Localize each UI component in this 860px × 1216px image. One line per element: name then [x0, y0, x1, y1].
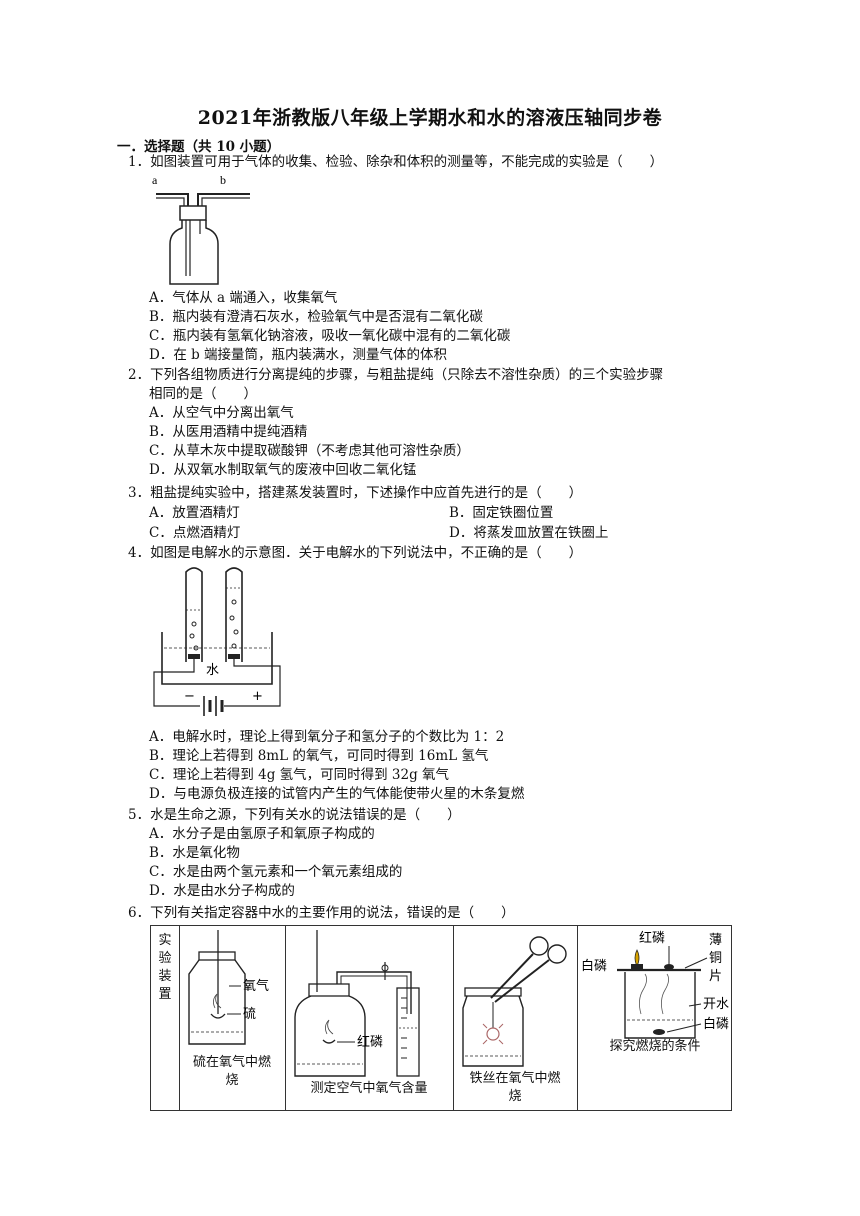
oxygen-label: 氧气 [243, 978, 269, 994]
boiling-water-label: 开水 [703, 997, 729, 1012]
question-1-stem: 1．如图装置可用于气体的收集、检验、除杂和体积的测量等，不能完成的实验是（ ） [128, 154, 664, 170]
sulfur-label: 硫 [243, 1007, 256, 1022]
caption-combustion: 探究燃烧的条件 [609, 1039, 701, 1054]
question-3-stem: 3．粗盐提纯实验中，搭建蒸发装置时，下述操作中应首先进行的是（ ） [128, 485, 583, 501]
question-6-stem: 6．下列有关指定容器中水的主要作用的说法，错误的是（ ） [128, 905, 515, 921]
white-phosphorus-label-2: 白磷 [703, 1016, 729, 1032]
question-2-stem: 2．下列各组物质进行分离提纯的步骤，与粗盐提纯（只除去不溶性杂质）的三个实验步骤 [128, 367, 664, 383]
copper-label: 铜 [709, 951, 722, 966]
q5-option-d[interactable]: D．水是由水分子构成的 [149, 883, 295, 899]
q4-option-d[interactable]: D．与电源负极连接的试管内产生的气体能使带火星的木条复燃 [149, 786, 525, 802]
page-title: 2021年浙教版八年级上学期水和水的溶液压轴同步卷 [197, 107, 663, 129]
q1-option-d[interactable]: D．在 b 端接量筒，瓶内装满水，测量气体的体积 [149, 347, 448, 363]
label-a: a [152, 173, 158, 187]
red-phosphorus-label-2: 红磷 [639, 930, 665, 946]
oxygen-content-figure: 红磷 [294, 930, 420, 1077]
combustion-conditions-figure: 红磷 白磷 薄 铜 片 开水 白磷 [581, 930, 729, 1039]
q2-option-d[interactable]: D．从双氧水制取氧气的废液中回收二氧化锰 [149, 462, 417, 478]
label-b: b [220, 173, 226, 187]
question-4-stem: 4．如图是电解水的示意图．关于电解水的下列说法中，不正确的是（ ） [128, 545, 583, 561]
q3-option-a[interactable]: A．放置酒精灯 [149, 505, 240, 521]
q1-option-b[interactable]: B．瓶内装有澄清石灰水，检验氧气中是否混有二氧化碳 [149, 309, 483, 325]
water-label: 水 [206, 663, 219, 678]
caption-sulfur: 硫在氧气中燃烧 [192, 1055, 271, 1088]
q3-option-c[interactable]: C．点燃酒精灯 [149, 525, 241, 541]
q2-option-c[interactable]: C．从草木灰中提取碳酸钾（不考虑其他可溶性杂质） [149, 443, 470, 459]
sulfur-burning-figure: 氧气 硫 [188, 930, 269, 1045]
sheet-label: 片 [709, 969, 722, 984]
q1-option-a[interactable]: A．气体从 a 端通入，收集氧气 [149, 290, 338, 306]
caption-oxygen-content: 测定空气中氧气含量 [310, 1081, 428, 1096]
q5-option-b[interactable]: B．水是氧化物 [149, 845, 240, 861]
minus-label: − [184, 689, 195, 704]
q5-option-c[interactable]: C．水是由两个氢元素和一个氧元素组成的 [149, 864, 403, 880]
q5-option-a[interactable]: A．水分子是由氢原子和氧原子构成的 [149, 826, 375, 842]
section-heading: 一．选择题（共 10 小题） [117, 139, 281, 155]
q1-option-c[interactable]: C．瓶内装有氢氧化钠溶液，吸收一氧化碳中混有的二氧化碳 [149, 328, 511, 344]
electrolysis-figure: 水 − + [153, 567, 281, 716]
table-header: 实验 装置 [158, 933, 172, 1002]
question-5-stem: 5．水是生命之源，下列有关水的说法错误的是（ ） [128, 807, 461, 823]
q4-option-b[interactable]: B．理论上若得到 8mL 的氧气，可同时得到 16mL 氢气 [149, 748, 489, 764]
thin-label: 薄 [709, 933, 722, 948]
caption-iron-wire: 铁丝在氧气中燃烧 [469, 1071, 561, 1104]
red-phosphorus-label: 红磷 [357, 1034, 383, 1050]
q4-option-a[interactable]: A．电解水时，理论上得到氧分子和氢分子的个数比为 1：2 [149, 729, 505, 745]
iron-wire-burning-figure [462, 936, 567, 1067]
experiment-table: 实验 装置 氧气 硫 硫在氧气中燃烧 红磷 测定 [150, 925, 732, 1111]
q2-option-a[interactable]: A．从空气中分离出氧气 [149, 405, 294, 421]
q3-option-b[interactable]: B．固定铁圈位置 [449, 505, 554, 521]
gas-washing-bottle-figure: a b [152, 173, 250, 285]
question-2-stem-cont: 相同的是（ ） [149, 386, 257, 402]
q2-option-b[interactable]: B．从医用酒精中提纯酒精 [149, 424, 308, 440]
plus-label: + [252, 689, 263, 704]
white-phosphorus-label: 白磷 [581, 958, 607, 974]
q4-option-c[interactable]: C．理论上若得到 4g 氢气，可同时得到 32g 氧气 [149, 767, 450, 783]
q3-option-d[interactable]: D．将蒸发皿放置在铁圈上 [449, 525, 609, 541]
